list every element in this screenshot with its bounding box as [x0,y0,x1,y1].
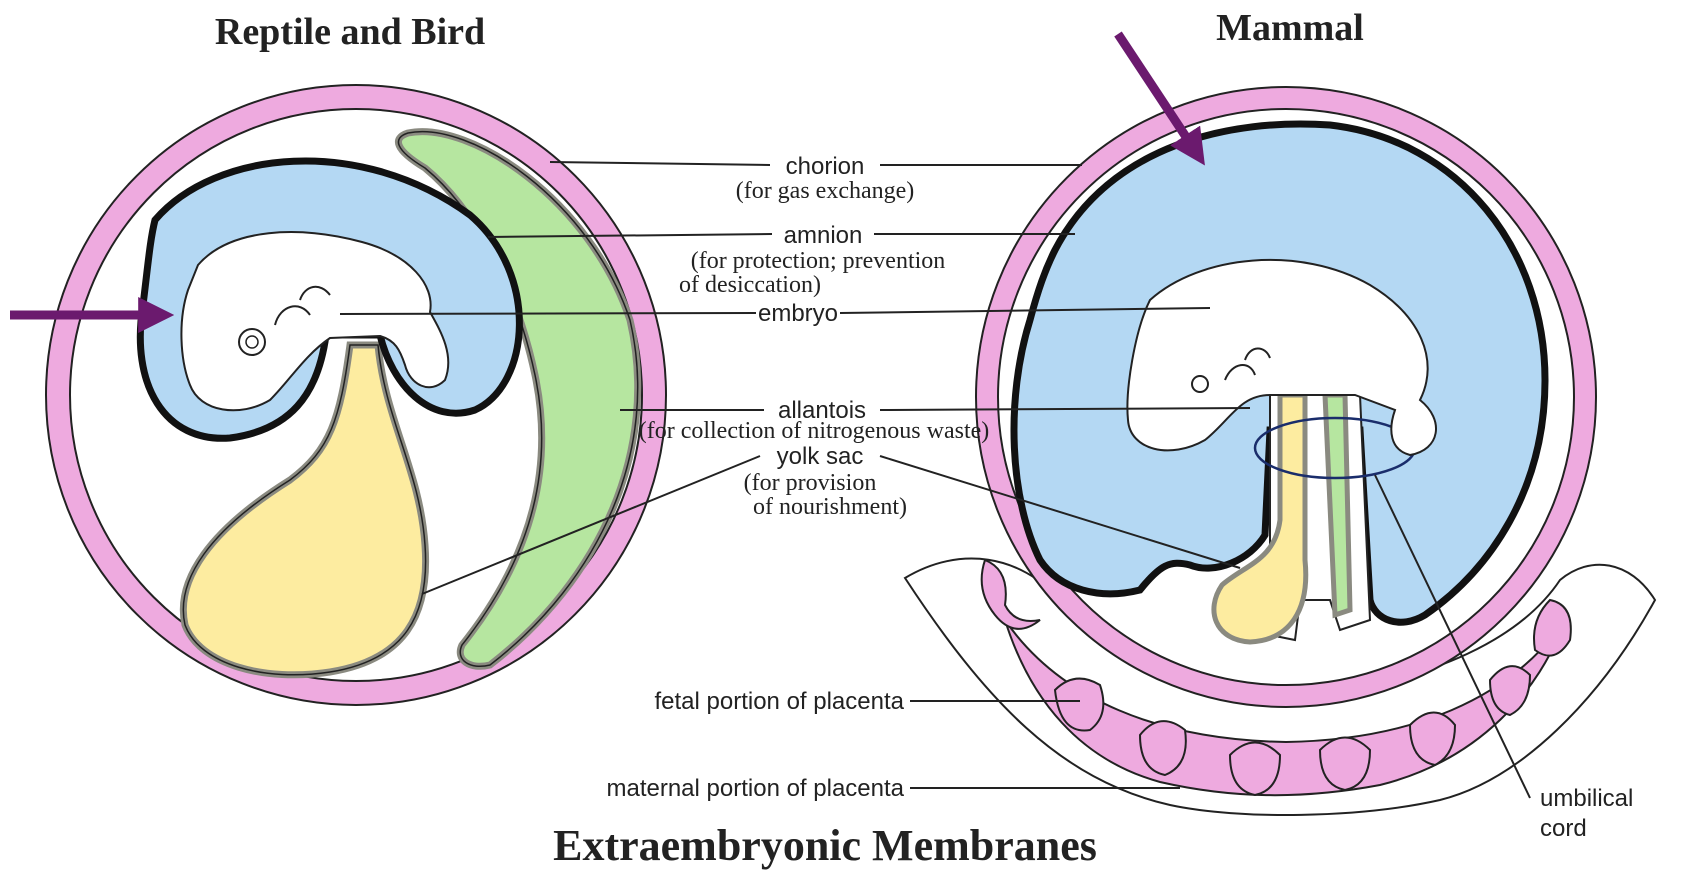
diagram-title: Extraembryonic Membranes [553,821,1097,870]
right-embryo-eye [1192,376,1208,392]
note-chorion: (for gas exchange) [736,178,915,204]
mammal-embryo [905,87,1655,815]
heading-reptile-bird: Reptile and Bird [215,11,485,53]
note-allantois: (for collection of nitrogenous waste) [639,418,990,444]
label-fetal-placenta: fetal portion of placenta [654,688,904,715]
label-embryo: embryo [758,300,838,327]
note-yolk-1: (for provision [744,470,877,496]
label-amnion: amnion [784,222,863,249]
label-maternal-placenta: maternal portion of placenta [606,775,904,802]
label-chorion: chorion [786,153,865,180]
heading-mammal: Mammal [1216,7,1364,49]
note-amnion-1: (for protection; prevention [691,248,946,274]
note-amnion-2: of desiccation) [679,272,821,298]
label-yolk-sac: yolk sac [777,443,864,470]
reptile-bird-egg [46,85,666,705]
left-embryo-eye [239,329,265,355]
label-umbilical-cord-2: cord [1540,815,1587,842]
note-yolk-2: of nourishment) [753,494,907,520]
label-umbilical-cord-1: umbilical [1540,785,1633,812]
